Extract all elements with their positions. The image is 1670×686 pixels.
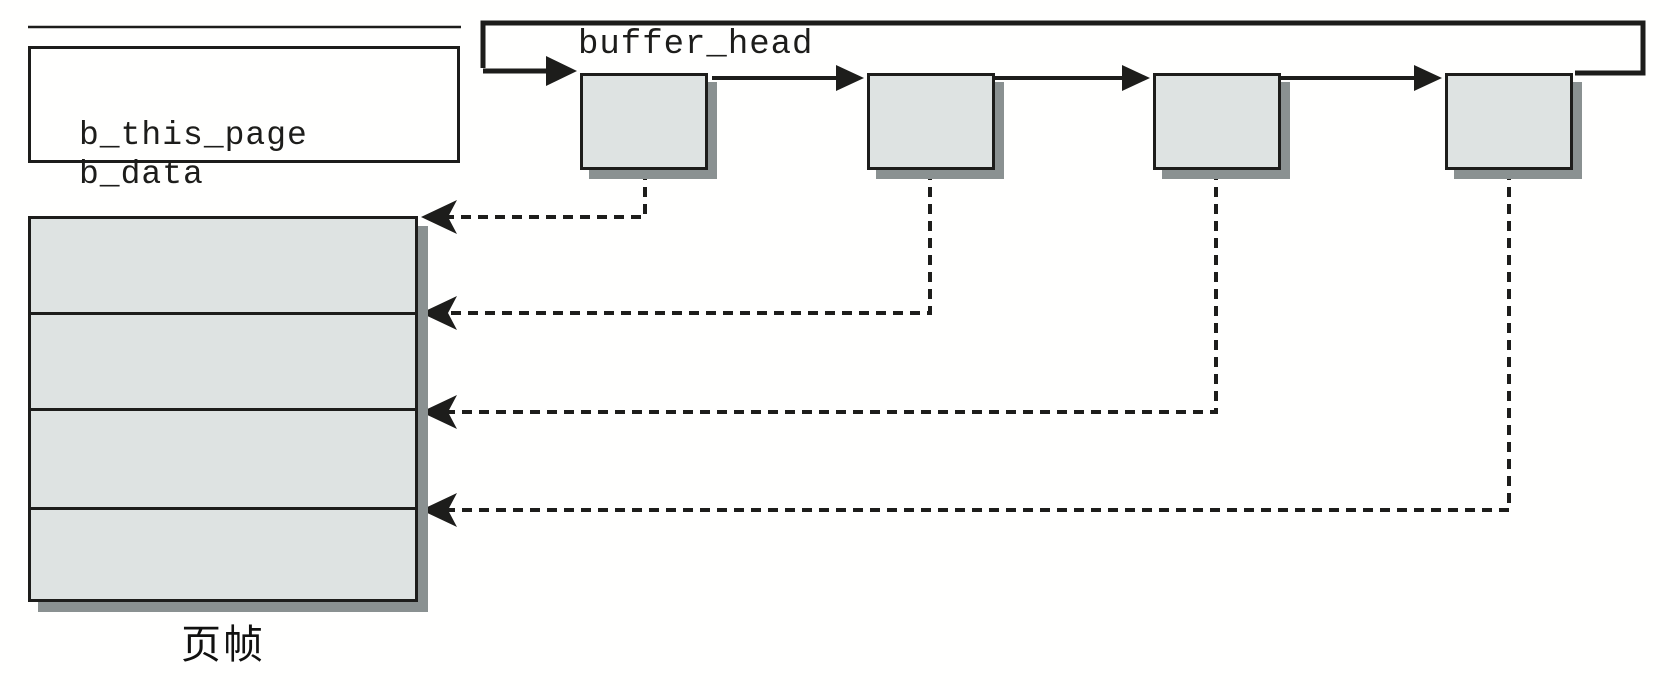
buffer-head-node-2: [867, 73, 995, 170]
page-frame-row-1: [31, 219, 415, 312]
buffer-head-node-4: [1445, 73, 1573, 170]
page-frame-row-4: [31, 507, 415, 599]
legend-label-b-data: b_data: [79, 156, 204, 193]
b-data-arrow-1: [421, 170, 647, 234]
legend-label-b-this-page: b_this_page: [79, 117, 308, 154]
buffer-head-label: buffer_head: [578, 26, 814, 64]
b-data-arrow-3: [421, 170, 1218, 429]
b-this-page-link-2-3: [995, 65, 1150, 91]
b-this-page-loop-arrowhead: [546, 56, 577, 86]
b-data-arrow-4: [421, 170, 1511, 527]
buffer-head-node-1: [580, 73, 708, 170]
page-frame-box: [28, 216, 418, 602]
legend-box: b_this_page b_data: [28, 46, 460, 193]
page-frame-label: 页帧: [181, 622, 265, 668]
b-data-arrow-2: [421, 170, 932, 330]
page-frame-row-3: [31, 408, 415, 507]
b-this-page-link-3-4: [1281, 65, 1442, 91]
buffer-head-node-3: [1153, 73, 1281, 170]
page-frame-row-2: [31, 312, 415, 408]
b-this-page-link-1-2: [712, 65, 864, 91]
